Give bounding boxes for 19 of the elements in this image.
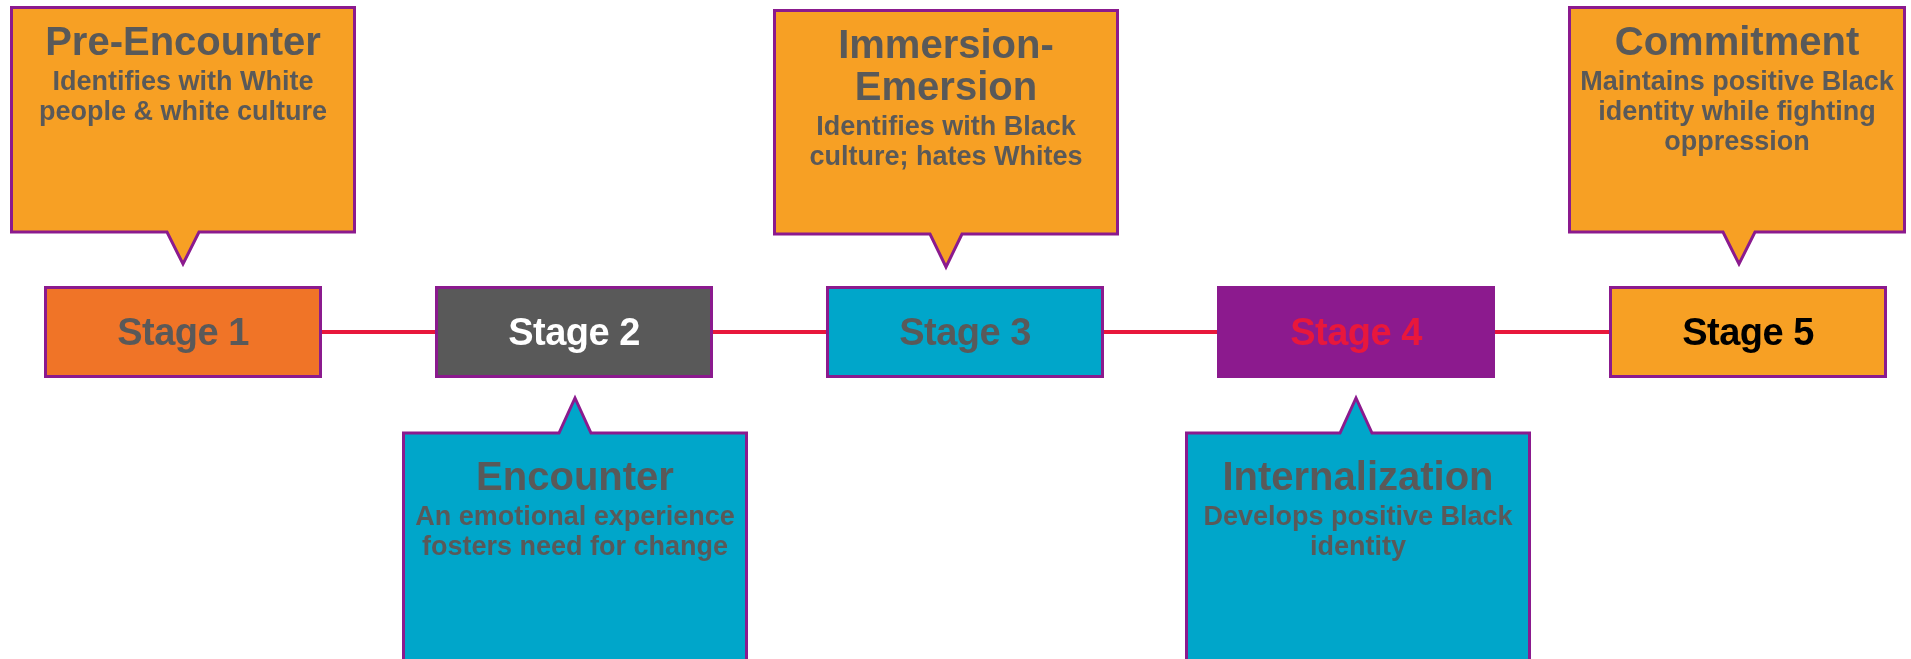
callout-heading: Commitment <box>1614 20 1860 62</box>
callout-description: Identifies with White people & white culture <box>37 66 328 127</box>
connector-line <box>1495 330 1609 334</box>
callout-description: Identifies with Black culture; hates Whites <box>808 111 1084 172</box>
connector-line <box>322 330 435 334</box>
callout-description: Maintains positive Black identity while fighting oppression <box>1579 66 1895 157</box>
callout-heading: Pre-Encounter <box>45 20 321 62</box>
callout-heading: Internalization <box>1222 455 1494 497</box>
connector-line <box>1104 330 1217 334</box>
callout-heading: Encounter <box>476 455 674 497</box>
callout-description: Develops positive Black identity <box>1202 501 1514 562</box>
stage-box: Stage 4 <box>1217 286 1495 378</box>
stage-box: Stage 1 <box>44 286 322 378</box>
stage-box: Stage 2 <box>435 286 713 378</box>
callout-heading: Immersion-Emersion <box>837 23 1055 107</box>
stage-box: Stage 5 <box>1609 286 1887 378</box>
callout-description: An emotional experience fosters need for change <box>414 501 736 562</box>
connector-line <box>713 330 826 334</box>
stage-box: Stage 3 <box>826 286 1104 378</box>
